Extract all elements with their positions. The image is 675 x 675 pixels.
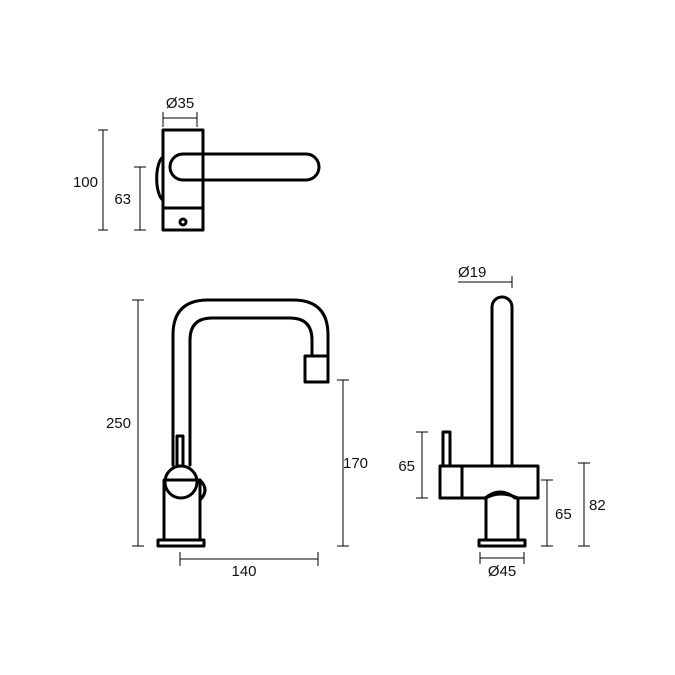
dim-label-front-height: 250 (106, 415, 131, 432)
dimension-side-lever-height: 65 (398, 431, 428, 499)
dim-label-side-total-height: 82 (589, 497, 606, 514)
top-view-handle (168, 152, 321, 182)
dimension-front-spout-height: 170 (337, 379, 368, 547)
front-view-body-curve (198, 478, 207, 502)
side-view-base (477, 538, 527, 548)
front-view-spout-outer (171, 298, 330, 467)
side-view-mixer-body (438, 464, 540, 500)
front-view-lever (175, 434, 185, 468)
dim-label-top-height-total: 100 (73, 174, 98, 191)
dim-label-top-height-body: 63 (114, 191, 131, 208)
dimension-side-base-diameter: Ø45 (479, 552, 525, 580)
dimension-side-body-height: 65 (541, 479, 572, 547)
front-view-spout-tip (303, 354, 330, 384)
top-view-outlet-hole (178, 217, 188, 227)
dimension-top-height-body: 63 (114, 166, 146, 231)
dim-label-top-diameter: Ø35 (166, 95, 194, 112)
dim-label-side-body-height: 65 (555, 506, 572, 523)
dimension-side-spout-diameter: Ø19 (458, 264, 513, 288)
dim-label-side-lever-height: 65 (398, 458, 415, 475)
front-view-body (162, 478, 202, 542)
dim-label-front-reach: 140 (231, 563, 256, 580)
dim-label-side-spout-diameter: Ø19 (458, 264, 486, 281)
front-view: 250 170 140 (106, 298, 368, 580)
top-view-side-arc (155, 155, 165, 202)
front-view-base (156, 538, 206, 548)
side-view-lever (441, 430, 452, 468)
dimension-top-diameter: Ø35 (162, 95, 198, 127)
dimension-side-total-height: 82 (578, 462, 606, 547)
dim-label-front-spout-height: 170 (343, 455, 368, 472)
side-view: Ø19 65 65 82 Ø45 (398, 264, 605, 580)
front-view-spout-inner (188, 316, 314, 467)
dimension-top-height-total: 100 (73, 129, 108, 231)
top-view: Ø35 100 63 (73, 95, 321, 232)
front-view-handle-disc (163, 464, 199, 500)
dim-label-side-base-diameter: Ø45 (488, 563, 516, 580)
side-view-lower-body (484, 492, 520, 542)
dimension-front-height: 250 (106, 299, 144, 547)
dimension-front-reach: 140 (179, 552, 319, 580)
side-view-spout-tube (490, 295, 514, 468)
